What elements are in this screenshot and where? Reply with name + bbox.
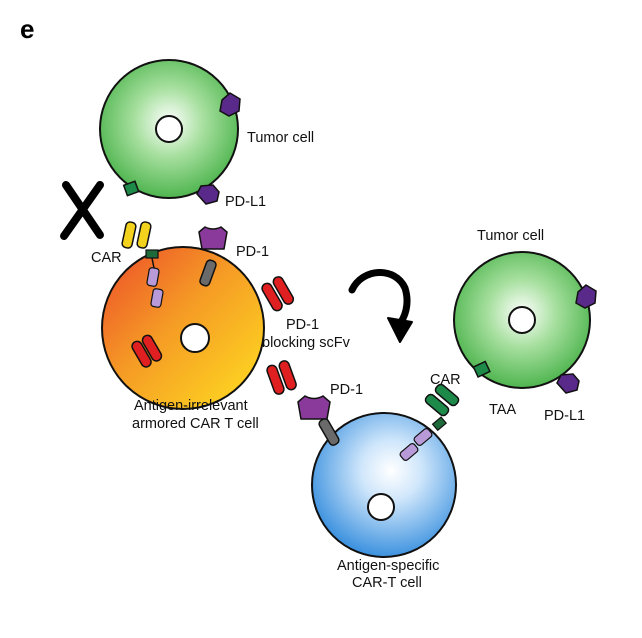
label-car-right: CAR xyxy=(430,372,461,388)
label-pdl1-right: PD-L1 xyxy=(544,408,585,424)
car-receptor-yellow xyxy=(121,221,164,308)
blocked-x-mark xyxy=(60,181,104,240)
label-tumor-cell-top: Tumor cell xyxy=(247,130,314,146)
label-taa: TAA xyxy=(489,402,516,418)
armored-car-t-cell xyxy=(101,221,265,410)
intracellular-scfv xyxy=(131,334,163,368)
tumor-cell-right-nucleus xyxy=(508,306,536,334)
label-specific-line1: Antigen-specific xyxy=(337,558,439,574)
tumor-cell-top-nucleus xyxy=(155,115,183,143)
label-armored-line2: armored CAR T cell xyxy=(132,416,259,432)
pd1-receptor-right xyxy=(297,395,340,446)
label-specific-line2: CAR-T cell xyxy=(352,575,422,591)
label-tumor-cell-right: Tumor cell xyxy=(477,228,544,244)
armored-cell-body xyxy=(101,246,265,410)
label-pd1-right: PD-1 xyxy=(330,382,363,398)
pdl1-receptor-right-bottom xyxy=(556,373,580,394)
pd1-receptor-left xyxy=(198,226,228,287)
label-armored-line1: Antigen-irrelevant xyxy=(134,398,248,414)
secreted-scfv-lower xyxy=(266,360,297,395)
pdl1-receptor-top-right xyxy=(219,92,241,117)
armored-cell-nucleus xyxy=(180,323,210,353)
car-receptor-green xyxy=(399,383,460,461)
panel-letter: e xyxy=(20,14,34,44)
label-pd1-left: PD-1 xyxy=(236,244,269,260)
label-scfv-line2: blocking scFv xyxy=(262,335,351,351)
pdl1-receptor-right-top xyxy=(575,284,597,309)
blue-cell-nucleus xyxy=(367,493,395,521)
secreted-scfv-upper xyxy=(261,276,295,312)
label-car-left: CAR xyxy=(91,250,122,266)
tumor-cell-right xyxy=(453,251,597,394)
taa-antigen-right xyxy=(472,360,491,378)
antigen-specific-car-t-cell xyxy=(297,383,460,558)
tumor-cell-top xyxy=(99,59,241,205)
label-scfv-line1: PD-1 xyxy=(286,317,319,333)
curved-arrow xyxy=(348,269,413,343)
pdl1-receptor-top-bottom xyxy=(196,184,220,205)
blue-cell-body xyxy=(311,412,457,558)
taa-antigen-top xyxy=(122,180,140,197)
label-pdl1-top: PD-L1 xyxy=(225,194,266,210)
